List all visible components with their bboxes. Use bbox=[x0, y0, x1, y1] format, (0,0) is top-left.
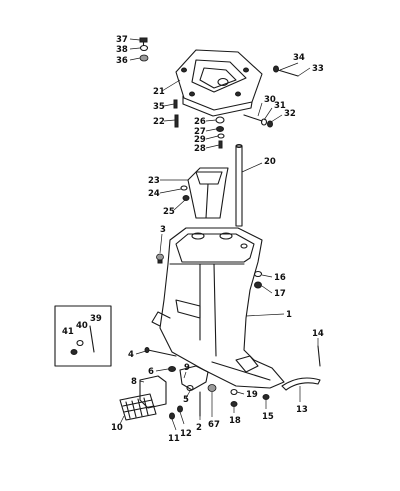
callout-38: 38 bbox=[116, 45, 128, 55]
plug-3 bbox=[156, 253, 164, 264]
screw-25 bbox=[182, 195, 190, 201]
callout-37: 37 bbox=[116, 35, 128, 45]
callout-36: 36 bbox=[116, 56, 128, 66]
washer-27 bbox=[216, 126, 224, 132]
callout-29: 29 bbox=[194, 135, 206, 145]
callout-17: 17 bbox=[274, 289, 286, 299]
nut-41 bbox=[70, 349, 78, 355]
washer-5 bbox=[186, 384, 194, 392]
callout-39: 39 bbox=[90, 314, 102, 324]
nut-7 bbox=[207, 384, 217, 392]
plug-17 bbox=[254, 281, 262, 289]
washer-19 bbox=[230, 388, 238, 396]
callout-15: 15 bbox=[262, 412, 274, 422]
callout-1: 1 bbox=[286, 310, 292, 320]
washer-24 bbox=[180, 185, 188, 191]
inset-box bbox=[54, 305, 112, 367]
bolt-14 bbox=[317, 345, 321, 367]
washer-38 bbox=[139, 44, 149, 52]
callout-41: 41 bbox=[62, 327, 74, 337]
screw-12 bbox=[177, 405, 183, 413]
screw-28 bbox=[218, 140, 223, 149]
callout-3: 3 bbox=[160, 225, 166, 235]
callout-40: 40 bbox=[76, 321, 88, 331]
callout-20: 20 bbox=[264, 157, 276, 167]
seal-29 bbox=[217, 133, 225, 139]
screw-11 bbox=[169, 412, 175, 420]
callout-22: 22 bbox=[153, 117, 165, 127]
driveshaft-housing-1 bbox=[151, 227, 285, 389]
washer-6 bbox=[168, 366, 176, 372]
nut-15 bbox=[262, 394, 270, 400]
callout-9: 9 bbox=[184, 363, 190, 373]
washer-40 bbox=[76, 339, 84, 347]
callout-11: 11 bbox=[168, 434, 180, 444]
callout-25: 25 bbox=[163, 207, 175, 217]
adapter-plate-21 bbox=[175, 49, 263, 117]
nut-18 bbox=[230, 401, 238, 407]
callout-34: 34 bbox=[293, 53, 305, 63]
callout-27: 27 bbox=[194, 127, 206, 137]
callout-31: 31 bbox=[274, 101, 286, 111]
grommet-26 bbox=[215, 116, 225, 124]
callout-23: 23 bbox=[148, 176, 160, 186]
callout-30: 30 bbox=[264, 95, 276, 105]
pin-22 bbox=[174, 114, 179, 128]
stud-37 bbox=[139, 37, 148, 46]
callout-2: 2 bbox=[196, 423, 202, 433]
leader-lines bbox=[119, 38, 319, 431]
bolt-33 bbox=[277, 69, 299, 77]
callout-12: 12 bbox=[180, 429, 192, 439]
washer-34 bbox=[273, 65, 279, 73]
callout-6b: 6 bbox=[208, 420, 214, 430]
callout-28: 28 bbox=[194, 144, 206, 154]
callout-32: 32 bbox=[284, 109, 296, 119]
callout-21: 21 bbox=[153, 87, 165, 97]
callout-26: 26 bbox=[194, 117, 206, 127]
callout-labels: 37 38 36 34 33 21 35 22 30 31 32 26 27 2… bbox=[62, 35, 324, 444]
callout-4: 4 bbox=[128, 350, 134, 360]
callout-18: 18 bbox=[229, 416, 241, 426]
nut-32 bbox=[267, 120, 273, 128]
dowel-35 bbox=[173, 99, 178, 109]
bolt-30 bbox=[243, 114, 263, 122]
callout-33: 33 bbox=[312, 64, 324, 74]
nut-36 bbox=[139, 54, 149, 62]
washer-31 bbox=[260, 118, 268, 126]
bolt-39 bbox=[89, 325, 95, 353]
callout-13: 13 bbox=[296, 405, 308, 415]
callout-8: 8 bbox=[131, 377, 137, 387]
callout-16: 16 bbox=[274, 273, 286, 283]
callout-35: 35 bbox=[153, 102, 165, 112]
water-screen-10 bbox=[119, 393, 157, 421]
callout-19: 19 bbox=[246, 390, 258, 400]
callout-14: 14 bbox=[312, 329, 324, 339]
callout-7: 7 bbox=[214, 420, 220, 430]
callout-6: 6 bbox=[148, 367, 154, 377]
callout-5: 5 bbox=[183, 395, 189, 405]
bracket-8 bbox=[139, 375, 167, 409]
cover-plate-9 bbox=[179, 365, 209, 391]
bracket-13 bbox=[281, 377, 321, 391]
callout-24: 24 bbox=[148, 189, 160, 199]
washer-16 bbox=[253, 270, 263, 278]
callout-10: 10 bbox=[111, 423, 123, 433]
exhaust-tube-23 bbox=[187, 167, 229, 219]
water-tube-20 bbox=[235, 143, 243, 227]
